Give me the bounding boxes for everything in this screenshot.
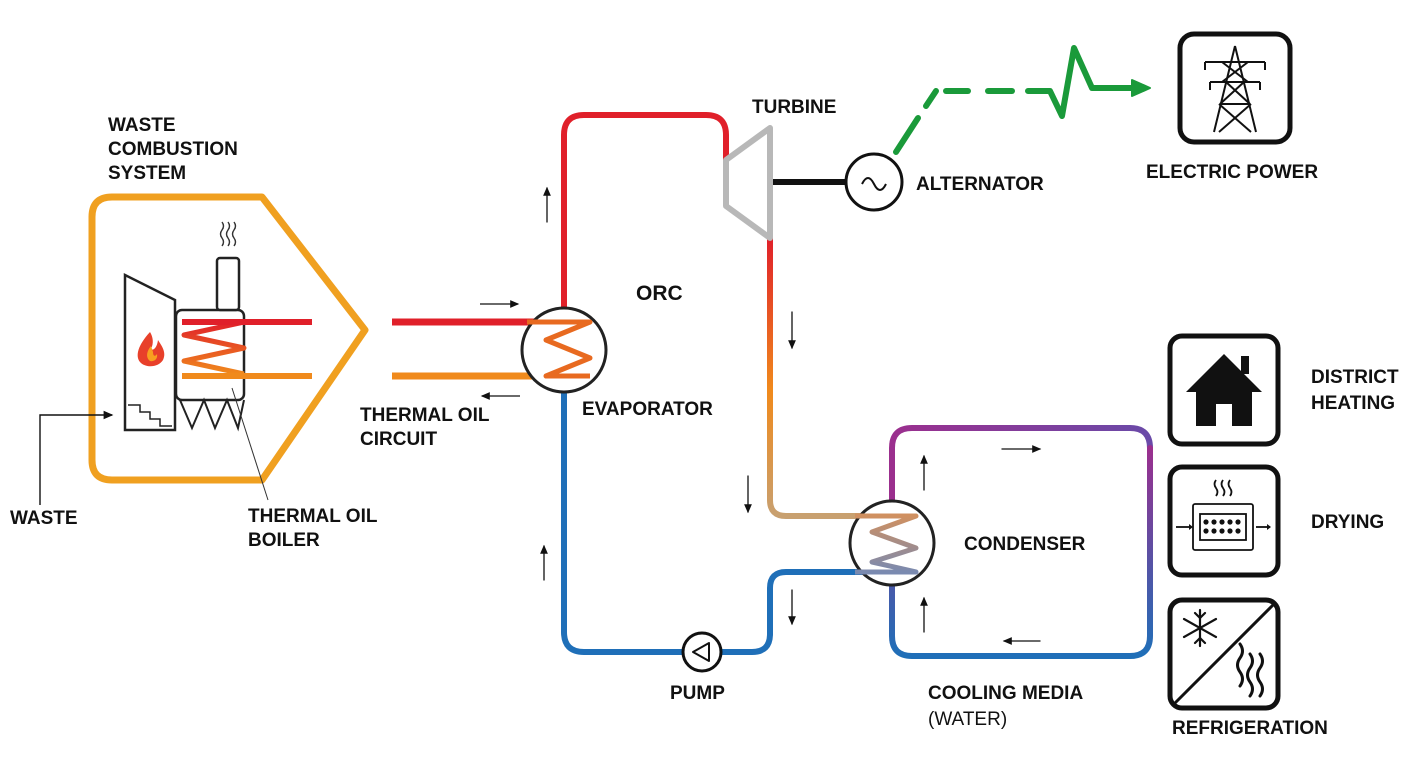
waste-combustion-system [39, 193, 369, 505]
label-thermal-oil-circuit-1: THERMAL OIL [360, 405, 490, 426]
label-pump: PUMP [670, 683, 725, 704]
orc-vapour-line [561, 112, 729, 311]
combustion-outline [88, 193, 369, 484]
ash-hoppers [179, 397, 245, 432]
label-turbine: TURBINE [752, 97, 836, 118]
snowflake-icon [1182, 608, 1218, 648]
flame-icon [137, 332, 165, 367]
furnace-steps [128, 404, 172, 427]
boiler-leader-line [231, 387, 269, 501]
label-waste-combustion-3: SYSTEM [108, 163, 186, 184]
evaporator [520, 306, 608, 394]
alternator [844, 152, 904, 212]
pump-triangle-icon [692, 642, 710, 662]
turbine [723, 125, 773, 241]
orc-exhaust-line [767, 235, 883, 519]
boiler-stack [215, 256, 241, 312]
power-pylon-icon [1177, 31, 1293, 145]
label-waste-combustion-2: COMBUSTION [108, 139, 238, 160]
label-electric-power: ELECTRIC POWER [1146, 162, 1318, 183]
label-waste-combustion-1: WASTE [108, 115, 176, 136]
ac-sine-icon [861, 177, 887, 191]
condenser-coil [855, 513, 919, 575]
electric-output-line [893, 45, 1151, 155]
cooling-loop [889, 425, 1153, 659]
orc-liquid-line [719, 569, 883, 655]
label-thermal-oil-boiler-2: BOILER [248, 530, 320, 551]
label-waste: WASTE [10, 508, 78, 529]
thermal-oil-circuit [392, 300, 552, 400]
snowflake-heat-icon [1167, 597, 1281, 711]
orc-feed-line [561, 389, 685, 655]
label-cooling-media: COOLING MEDIA [928, 683, 1083, 704]
label-district-heating-2: HEATING [1311, 393, 1395, 414]
label-drying: DRYING [1311, 512, 1384, 533]
orc-loop [540, 112, 883, 655]
cooling-side-line [889, 445, 1153, 659]
dryer-icon [1167, 464, 1281, 578]
label-cooling-media-sub: (WATER) [928, 709, 1007, 730]
smoke-icon [219, 221, 237, 247]
waste-input-arrow [39, 410, 114, 505]
pump [681, 631, 723, 673]
label-refrigeration: REFRIGERATION [1172, 718, 1328, 739]
label-orc: ORC [636, 282, 683, 305]
heat-waves-icon [1236, 642, 1264, 698]
label-thermal-oil-circuit-2: CIRCUIT [360, 429, 437, 450]
evaporator-coil [527, 319, 593, 379]
label-evaporator: EVAPORATOR [582, 399, 713, 420]
house-icon [1167, 333, 1281, 447]
cooling-return-line [889, 425, 1153, 508]
condenser [848, 499, 936, 587]
label-alternator: ALTERNATOR [916, 174, 1044, 195]
label-condenser: CONDENSER [964, 534, 1086, 555]
label-thermal-oil-boiler-1: THERMAL OIL [248, 506, 378, 527]
label-district-heating-1: DISTRICT [1311, 367, 1399, 388]
